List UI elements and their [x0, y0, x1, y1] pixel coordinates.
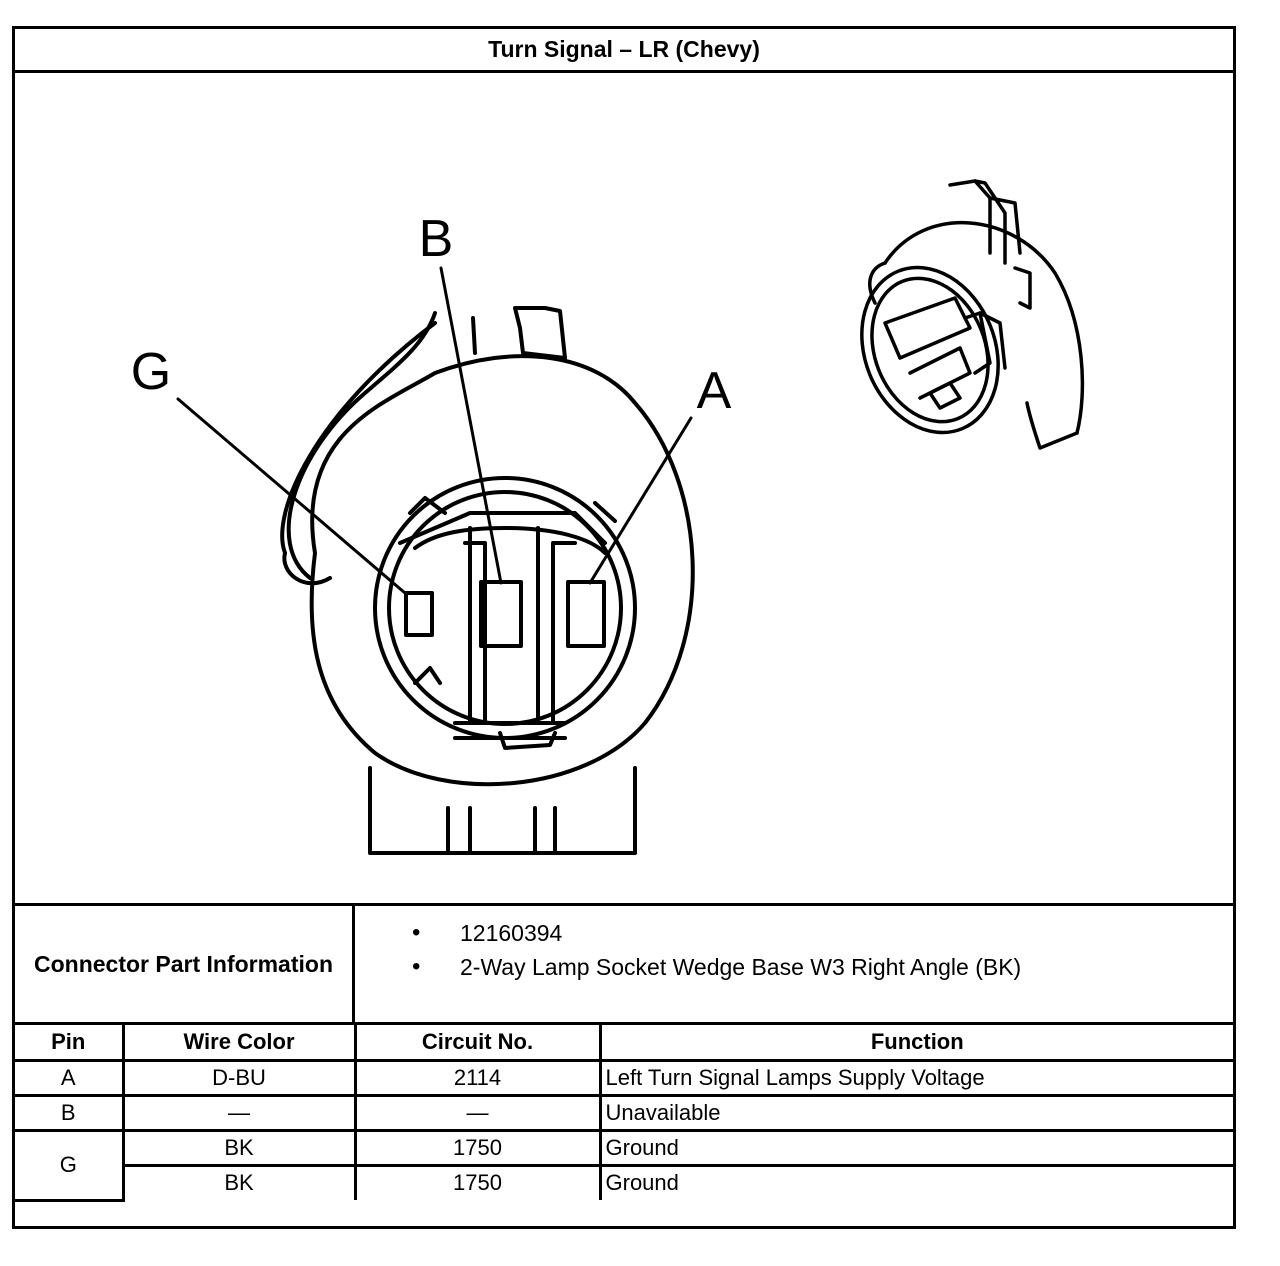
connector-part-info: Connector Part Information • 12160394 • …: [15, 906, 1233, 1025]
socket-isometric-view: [860, 179, 1085, 450]
wire-color-cell: D-BU: [121, 1058, 357, 1097]
pin-table: Pin Wire Color Circuit No. Function A D-…: [15, 1025, 1233, 1202]
wire-color-cell: —: [121, 1093, 357, 1132]
pin-cell: A: [15, 1058, 125, 1097]
bullet-icon: •: [412, 953, 421, 980]
circuit-cell: 1750: [353, 1128, 602, 1167]
socket-outlet-body: [368, 766, 637, 855]
pin-table-header: Pin Wire Color Circuit No. Function: [15, 1025, 1233, 1062]
header-pin: Pin: [15, 1025, 125, 1062]
table-row: G BK 1750 Ground: [15, 1128, 1233, 1202]
pin-a-label: A: [697, 362, 732, 420]
connector-face-view: G B A: [131, 179, 1085, 855]
pin-cell: B: [15, 1093, 125, 1132]
connector-drawing: G B A: [15, 73, 1233, 906]
pin-b-label: B: [419, 210, 454, 268]
header-wire-color: Wire Color: [121, 1025, 357, 1062]
pin-cell: G: [15, 1128, 125, 1202]
circuit-cell: 1750: [353, 1163, 602, 1200]
pin-g-cavity: [404, 591, 434, 637]
function-cell: Unavailable: [598, 1093, 1233, 1132]
wire-color-cell: BK: [121, 1128, 357, 1167]
circuit-cell: 2114: [353, 1058, 602, 1097]
part-number: 12160394: [460, 919, 563, 946]
pin-g-label: G: [131, 343, 171, 401]
table-row: B — — Unavailable: [15, 1093, 1233, 1132]
function-cell: Left Turn Signal Lamps Supply Voltage: [598, 1058, 1233, 1097]
sheet-title: Turn Signal – LR (Chevy): [15, 29, 1233, 73]
bullet-icon: •: [412, 919, 421, 946]
socket-outer-ring: [280, 306, 695, 787]
terminal-blades: [413, 526, 607, 740]
table-row: A D-BU 2114 Left Turn Signal Lamps Suppl…: [15, 1058, 1233, 1097]
pin-a-cavity: [566, 580, 606, 648]
pin-a-leader: [588, 416, 693, 585]
connector-part-list: • 12160394 • 2-Way Lamp Socket Wedge Bas…: [355, 906, 1233, 1022]
function-cell: Ground: [598, 1128, 1233, 1167]
header-function: Function: [598, 1025, 1233, 1062]
connector-sheet: Turn Signal – LR (Chevy): [12, 26, 1236, 1229]
circuit-cell: —: [353, 1093, 602, 1132]
socket-inner-ring: [373, 476, 637, 750]
header-circuit: Circuit No.: [353, 1025, 602, 1062]
part-description: 2-Way Lamp Socket Wedge Base W3 Right An…: [460, 953, 1022, 980]
table-row: BK 1750 Ground: [15, 1163, 1233, 1200]
pin-g-leader: [176, 397, 407, 595]
function-cell: Ground: [598, 1163, 1233, 1200]
connector-part-info-label: Connector Part Information: [15, 906, 355, 1022]
wire-color-cell: BK: [123, 1163, 357, 1200]
pin-b-leader: [439, 266, 503, 585]
